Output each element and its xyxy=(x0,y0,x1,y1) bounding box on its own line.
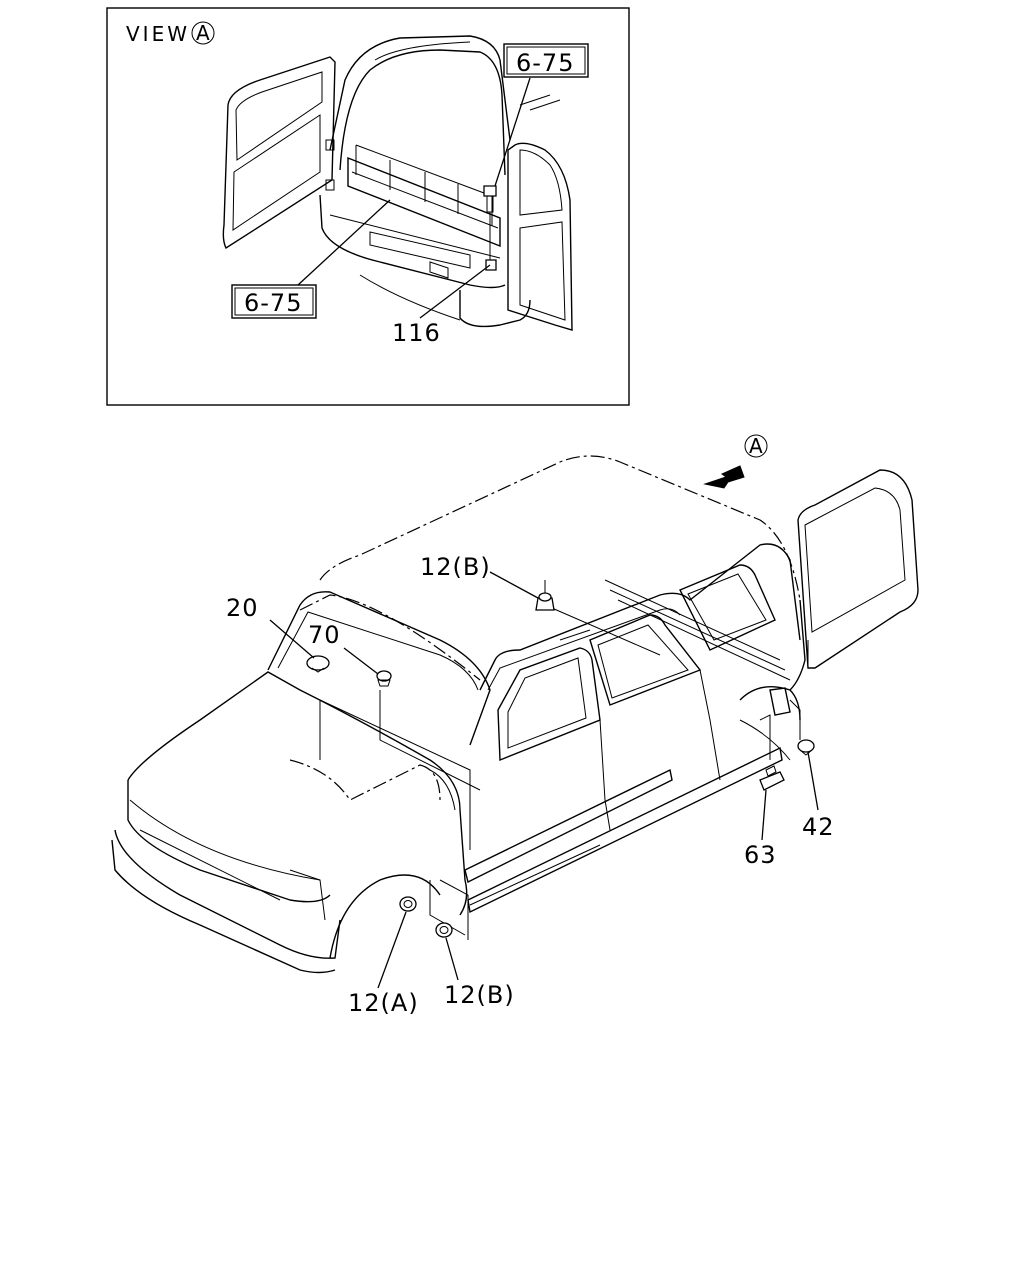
view-a-title-circle xyxy=(191,21,215,45)
clip-12b-front xyxy=(435,922,453,938)
leader-70 xyxy=(343,647,379,675)
callout-box-6-75-left-inner xyxy=(234,287,314,316)
leader-12a xyxy=(377,911,407,989)
leader-42 xyxy=(807,751,819,811)
callout-6-75-left: 6-75 xyxy=(231,199,391,319)
leader-20 xyxy=(269,619,315,659)
view-a-marker-circle xyxy=(744,434,768,458)
callout-box-6-75-top xyxy=(503,43,589,78)
view-a-frame xyxy=(106,7,630,406)
clip-42 xyxy=(797,739,815,753)
clip-12a xyxy=(399,896,417,912)
callout-6-75-top-label: 6-75 xyxy=(516,49,574,77)
view-a-marker-letter: A xyxy=(749,434,763,458)
view-a-marker: A xyxy=(703,434,768,489)
callout-63-label: 63 xyxy=(744,841,777,869)
vehicle-main-drawing xyxy=(111,455,919,974)
callout-box-6-75-left xyxy=(231,284,317,319)
clip-20 xyxy=(306,655,330,671)
leader-12b-front xyxy=(445,937,459,981)
vehicle-rear-drawing xyxy=(222,35,573,331)
main-callouts: 12(B) 20 70 42 63 12(A) 12(B) xyxy=(226,553,835,1017)
callout-12b-roof-label: 12(B) xyxy=(420,553,491,581)
clip-63 xyxy=(759,771,785,791)
view-direction-arrow xyxy=(703,465,745,489)
leader-63 xyxy=(761,789,767,841)
view-a-inset: VIEW A xyxy=(106,7,630,406)
callout-6-75-left-label: 6-75 xyxy=(244,289,302,317)
fasteners xyxy=(306,592,815,938)
leader-6-75-top xyxy=(494,77,531,187)
leader-6-75-left xyxy=(297,199,391,286)
callout-6-75-top: 6-75 xyxy=(494,43,589,187)
callout-12a-label: 12(A) xyxy=(348,989,419,1017)
clip-70 xyxy=(376,670,392,682)
callout-116-label: 116 xyxy=(392,319,441,347)
callout-42-label: 42 xyxy=(802,813,835,841)
callout-box-6-75-top-inner xyxy=(506,46,586,75)
callout-12b-front-label: 12(B) xyxy=(444,981,515,1009)
view-a-title: VIEW xyxy=(126,22,190,46)
callout-70-label: 70 xyxy=(308,621,341,649)
callout-20-label: 20 xyxy=(226,594,259,622)
view-a-title-letter: A xyxy=(196,21,210,45)
leader-116 xyxy=(419,264,491,319)
leader-12b-roof xyxy=(489,571,539,599)
callout-116: 116 xyxy=(392,264,491,347)
